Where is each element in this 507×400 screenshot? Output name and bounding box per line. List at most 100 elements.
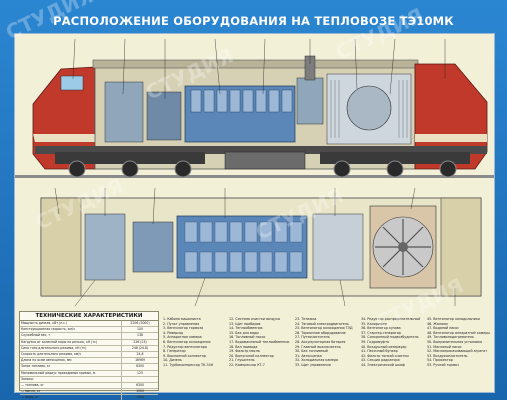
front-stripe [33,134,95,142]
legend-item: 32. Холодильная камера [295,358,339,363]
legend-item: 2. Пульт управления [163,321,200,326]
radiator-fins [330,80,408,138]
legend-item: 3. Вентилятор тормоза [163,326,204,331]
spec-label: Длина по осям автосцепок, мм [21,358,72,363]
spec-value: 248 (24.8) [121,345,158,351]
spec-label: Нагрузка от колесной пары на рельсы, кН … [21,339,98,344]
rail [15,175,494,178]
spec-label: Сила тяги длительного режима, кН (тс) [21,345,87,350]
legend-item: 42. Фильтр тонкой очистки [361,353,409,358]
legend-item: 26. Тормозное оборудование [295,330,346,335]
generator [146,91,182,141]
spec-value: 1350 [121,395,158,400]
legend-item: 19. Фильтр масла [229,349,260,354]
engine-cylinders [190,89,293,113]
legend-item: 40. Воздушный резервуар [361,344,407,349]
legend-item: 20. Выпускной коллектор [229,353,274,358]
legend-item: 39. Гидромуфта [361,339,390,344]
plan-cab-rear [440,197,482,297]
spec-value: 125 [121,370,158,376]
locomotive-side-view [15,38,494,178]
spec-label: — топлива, кг [21,382,44,387]
spec-value: 138 [121,333,158,339]
spec-row: Нагрузка от колесной пары на рельсы, кН … [20,339,158,346]
rear-bogie [320,152,470,178]
legend-item: 50. Выпрямительная установка [427,339,483,344]
spec-row: Минимальный радиус проходимых кривых, м 1… [20,370,158,377]
spec-label: Запас топлива, кг [21,364,51,369]
plan-cab-front [40,197,82,297]
rear-stripe [415,134,487,142]
legend-item: 4. Реверсор [163,330,184,335]
legend-item: 8. Генератор [163,349,186,354]
legend-item: 45. Вентилятор холодильника [427,317,480,321]
legend-item: 43. Секция радиатора [361,358,400,363]
legend-item: 34. Редуктор распределительный [361,317,421,321]
spec-row: — топлива, кг 6300 [20,382,158,390]
legend-item: 28. Аккумуляторная батарея [295,339,346,344]
plan-cylinders [184,221,303,273]
legend-item: 47. Водяной насос [427,326,460,331]
legend-item: 41. Песочный бункер [361,349,398,354]
turbocharger [296,77,324,125]
legend-item: 38. Синхронный подвозбудитель [361,335,419,340]
legend-item: 55. Ручной тормоз [427,362,459,367]
legend-item: 49. Топливоподогреватель [427,335,474,340]
leader-lines [72,38,446,99]
plan-generator [132,221,174,273]
legend-item: 13. Щит приборов [229,321,261,326]
legend-item: 14. Теплообменник [229,326,263,331]
specs-rows: Мощность дизеля, кВт (л.с.)2206 (3000)Ко… [20,321,158,400]
legend-item: 21. Глушитель [229,358,255,363]
spec-row: Конструкционная скорость, км/ч 100 [20,327,158,334]
legend-item: 48. Вентилятор аппаратной камеры [427,330,490,335]
spec-value: 6300 [121,382,158,389]
underframe [35,146,487,154]
legend-item: 30. Бак топливный [295,349,328,354]
legend-item: 7. Редуктор вентилятора [163,344,207,349]
legend-item: 9. Выхлопной коллектор [163,353,206,358]
legend-item: 12. Система очистки воздуха [229,317,280,321]
poster-title: РАСПОЛОЖЕНИЕ ОБОРУДОВАНИЯ НА ТЕПЛОВОЗЕ Т… [53,14,454,28]
legend-item: 33. Щит управления [295,362,331,367]
cabinet-block [104,81,144,143]
legend-item: 25. Вентилятор охлаждения ТЭД [295,326,353,331]
legend-item: 23. Тележка [295,317,317,321]
spec-label: Запасы: [21,376,34,381]
specs-table: ТЕХНИЧЕСКИЕ ХАРАКТЕРИСТИКИ Мощность дизе… [19,311,159,400]
legend-item: 51. Масляный насос [427,344,462,349]
plan-leader-lines [54,187,456,307]
spec-label: Минимальный радиус проходимых кривых, м [21,370,96,375]
legend-item: 15. Бак для воды [229,330,259,335]
legend-item: 22. Компрессор КТ-7 [229,362,265,367]
legend-item: 36. Вентилятор кузова [361,326,401,331]
legend-item: 10. Дизель [163,358,182,363]
front-bogie [55,152,205,178]
spec-row: Запасы: [20,376,158,383]
drawing-panel: ТЕХНИЧЕСКИЕ ХАРАКТЕРИСТИКИ Мощность дизе… [14,33,495,400]
plan-fan-hub [398,242,408,252]
spec-value: 2206 (3000) [121,321,158,327]
spec-value [121,376,158,382]
spec-label: Скорость длительного режима, км/ч [21,351,82,356]
spec-row: Мощность дизеля, кВт (л.с.)2206 (3000) [20,321,158,328]
legend-item: 16. Топливный насос [229,335,266,340]
spec-value: 1500 [121,389,158,395]
cab-window [60,75,84,91]
spec-label: Конструкционная скорость, км/ч [21,327,75,332]
legend-item: 27. Путеочиститель [295,335,330,340]
spec-value: 6300 [121,364,158,370]
legend-item: 24. Тяговый электродвигатель [295,321,349,326]
spec-value: 100 [121,327,158,333]
legend-item: 18. Вал привода [229,344,258,349]
legend-item: 11. Турбокомпрессор ТК-34Н [163,362,214,367]
legend-item: 52. Маслопрокачивающий агрегат [427,349,488,354]
